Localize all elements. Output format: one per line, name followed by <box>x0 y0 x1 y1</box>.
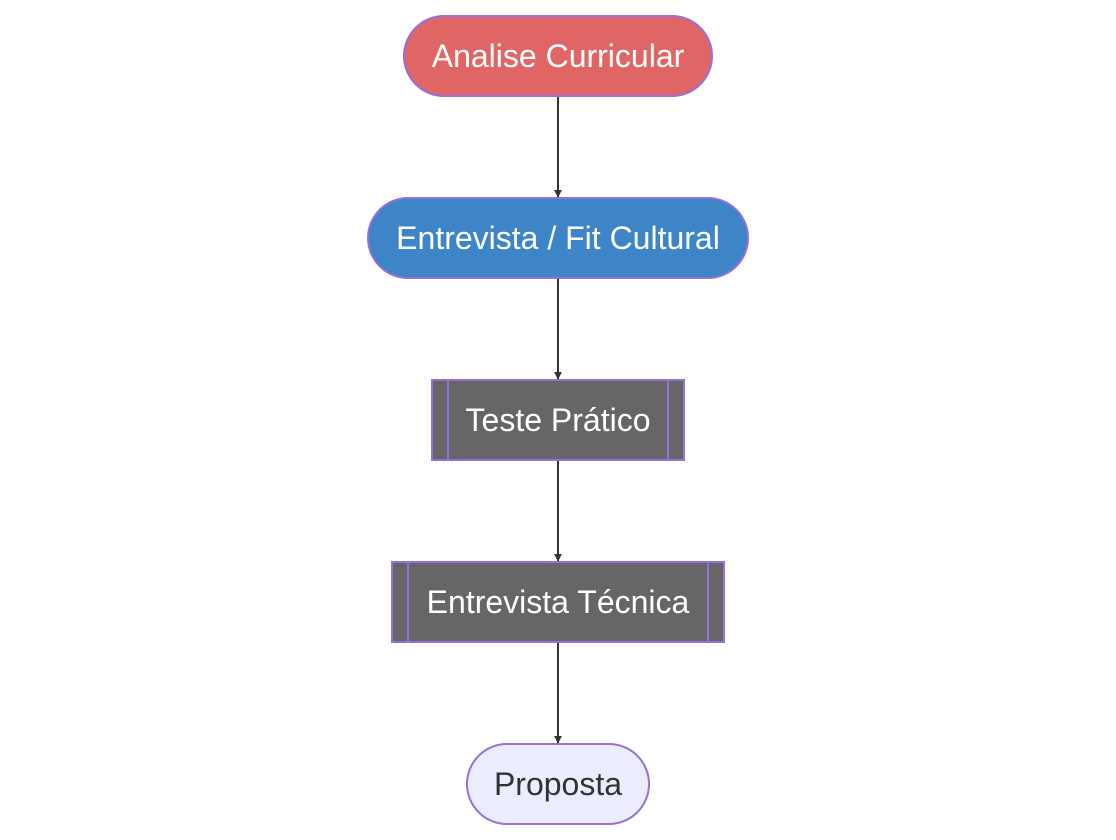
node-entrevista-tecnica: Entrevista Técnica <box>391 561 725 643</box>
node-analise: Analise Curricular <box>403 15 713 97</box>
node-teste: Teste Prático <box>431 379 685 461</box>
node-shape <box>391 561 725 643</box>
node-shape <box>431 379 685 461</box>
node-label: Entrevista Técnica <box>427 584 690 620</box>
node-shape <box>466 743 650 825</box>
node-label: Teste Prático <box>466 402 651 438</box>
node-entrevista-fit: Entrevista / Fit Cultural <box>367 197 749 279</box>
node-label: Proposta <box>494 766 622 802</box>
node-shape <box>367 197 749 279</box>
node-label: Entrevista / Fit Cultural <box>396 220 720 256</box>
node-shape <box>403 15 713 97</box>
node-proposta: Proposta <box>466 743 650 825</box>
node-label: Analise Curricular <box>432 38 685 74</box>
